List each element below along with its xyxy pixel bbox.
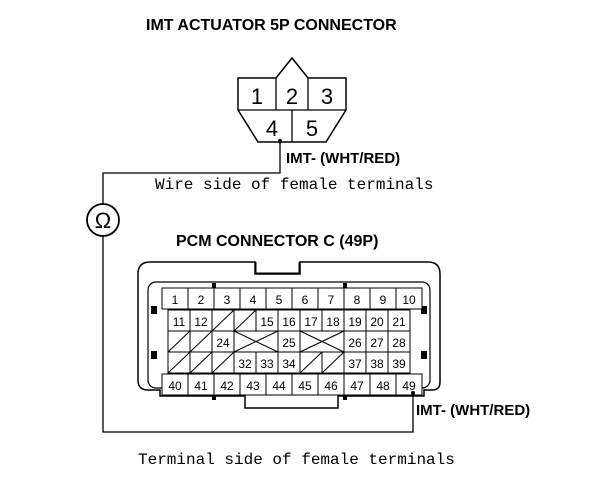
pcm-terminal-7: 7 xyxy=(328,293,335,307)
actuator-terminal-3: 3 xyxy=(321,84,333,109)
probe-point-actuator xyxy=(278,139,282,143)
pcm-wire-label: IMT- (WHT/RED) xyxy=(416,402,531,419)
actuator-terminal-2: 2 xyxy=(286,84,298,109)
probe-point-pcm xyxy=(411,391,415,395)
pcm-terminal-18: 18 xyxy=(326,315,340,329)
actuator-connector: 1 2 3 4 5 xyxy=(237,56,347,143)
ohmmeter: Ω xyxy=(86,203,120,237)
pcm-terminal-5: 5 xyxy=(276,293,283,307)
pcm-terminal-6: 6 xyxy=(302,293,309,307)
pcm-terminal-20: 20 xyxy=(370,315,384,329)
pcm-terminal-47: 47 xyxy=(350,379,364,393)
pcm-terminal-38: 38 xyxy=(370,357,384,371)
actuator-terminal-1: 1 xyxy=(251,84,263,109)
pcm-terminal-46: 46 xyxy=(324,379,338,393)
pcm-connector-title: PCM CONNECTOR C (49P) xyxy=(176,233,379,250)
test-lead-wire xyxy=(102,141,414,433)
pcm-terminal-8: 8 xyxy=(354,293,361,307)
pcm-terminal-40: 40 xyxy=(168,379,182,393)
pcm-terminal-9: 9 xyxy=(380,293,387,307)
actuator-terminal-5: 5 xyxy=(306,116,318,141)
pcm-terminal-27: 27 xyxy=(370,336,384,350)
pcm-terminal-25: 25 xyxy=(282,336,296,350)
pcm-terminal-28: 28 xyxy=(392,336,406,350)
pcm-terminal-12: 12 xyxy=(194,315,208,329)
pcm-terminal-39: 39 xyxy=(392,357,406,371)
actuator-connector-title: IMT ACTUATOR 5P CONNECTOR xyxy=(146,17,397,34)
pcm-terminal-1: 1 xyxy=(172,293,179,307)
pcm-terminal-49: 49 xyxy=(402,379,416,393)
pcm-terminal-33: 33 xyxy=(260,357,274,371)
pcm-terminal-11: 11 xyxy=(173,315,186,329)
pcm-side-note: Terminal side of female terminals xyxy=(138,451,455,469)
pcm-terminal-48: 48 xyxy=(376,379,390,393)
pcm-terminal-4: 4 xyxy=(250,293,257,307)
pcm-terminal-19: 19 xyxy=(348,315,362,329)
pcm-terminal-37: 37 xyxy=(348,357,362,371)
pcm-terminal-10: 10 xyxy=(402,293,416,307)
pcm-terminal-grid: 1 2 3 4 5 6 7 8 9 10 11 12 15 16 17 18 1… xyxy=(161,287,423,396)
pcm-terminal-45: 45 xyxy=(298,379,312,393)
actuator-side-note: Wire side of female terminals xyxy=(155,176,434,194)
pcm-terminal-21: 21 xyxy=(392,315,406,329)
actuator-terminal-4: 4 xyxy=(266,116,278,141)
actuator-wire-label: IMT- (WHT/RED) xyxy=(286,150,401,167)
pcm-terminal-24: 24 xyxy=(216,336,230,350)
pcm-terminal-15: 15 xyxy=(260,315,274,329)
pcm-terminal-16: 16 xyxy=(282,315,296,329)
pcm-terminal-17: 17 xyxy=(304,315,318,329)
pcm-terminal-2: 2 xyxy=(198,293,205,307)
pcm-terminal-43: 43 xyxy=(246,379,260,393)
pcm-terminal-3: 3 xyxy=(224,293,231,307)
pcm-terminal-44: 44 xyxy=(272,379,286,393)
pcm-terminal-41: 41 xyxy=(194,379,208,393)
pcm-terminal-26: 26 xyxy=(348,336,362,350)
pcm-terminal-32: 32 xyxy=(238,357,252,371)
ohm-symbol: Ω xyxy=(95,208,111,233)
pcm-terminal-34: 34 xyxy=(282,357,296,371)
pcm-terminal-42: 42 xyxy=(220,379,234,393)
